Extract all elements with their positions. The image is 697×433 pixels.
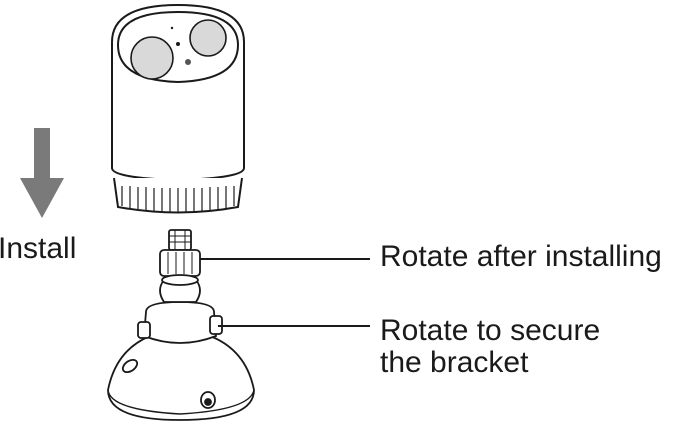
the-bracket-label: the bracket <box>380 346 529 379</box>
camera-ridges <box>121 186 235 212</box>
camera-sensor-dots <box>170 26 191 65</box>
rotate-after-installing-label: Rotate after installing <box>380 240 662 273</box>
mount-screw <box>159 229 201 277</box>
rotate-to-secure-label: Rotate to secure <box>380 314 601 347</box>
install-label: Install <box>0 232 77 265</box>
bracket <box>107 274 255 421</box>
camera-lens-right <box>189 19 227 57</box>
install-arrow-icon <box>20 128 64 218</box>
camera-lens-left <box>130 36 174 80</box>
